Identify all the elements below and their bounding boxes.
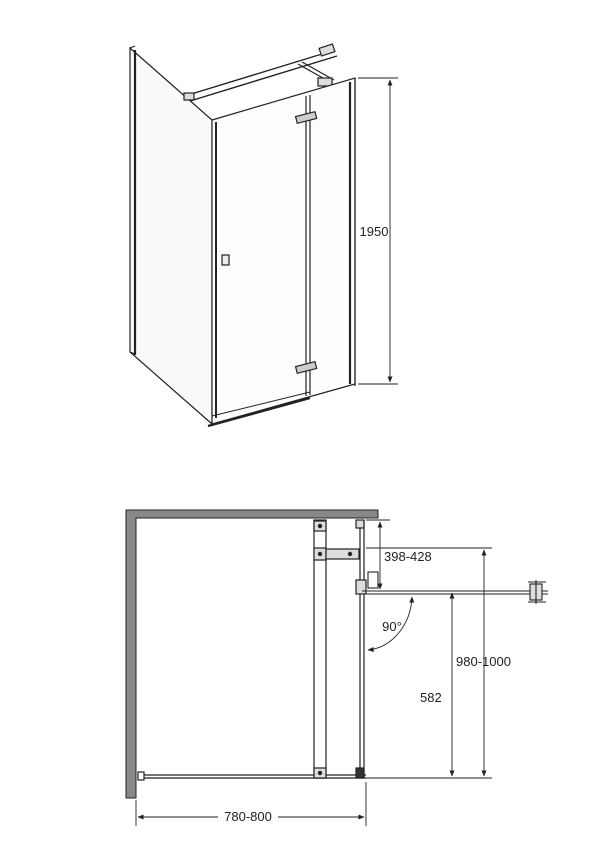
- height-label: 1950: [360, 224, 389, 239]
- door-handle: [221, 254, 230, 266]
- enclosure-width-label: 780-800: [224, 809, 272, 824]
- bottom-hinge: [294, 360, 318, 375]
- side-glass-panel: [129, 46, 213, 426]
- top-hinge: [294, 110, 318, 125]
- door-closed-line: [355, 519, 367, 779]
- height-dimension: [358, 77, 398, 385]
- fixed-to-door-label: 398-428: [384, 549, 432, 564]
- swing-arc: [367, 596, 415, 652]
- door-open-position: [362, 571, 548, 604]
- plan-view: 90° 398-428 980-1000 582 780-800: [125, 509, 548, 826]
- elevation-view: [129, 43, 356, 428]
- wall: [125, 509, 379, 799]
- angle-label: 90°: [382, 619, 402, 634]
- stabilizer-bar: [183, 43, 338, 102]
- door-width-label: 980-1000: [456, 654, 511, 669]
- front-glass-panel: [211, 77, 356, 425]
- fixed-panel-profile: [313, 519, 360, 779]
- door-opening-label: 582: [420, 690, 442, 705]
